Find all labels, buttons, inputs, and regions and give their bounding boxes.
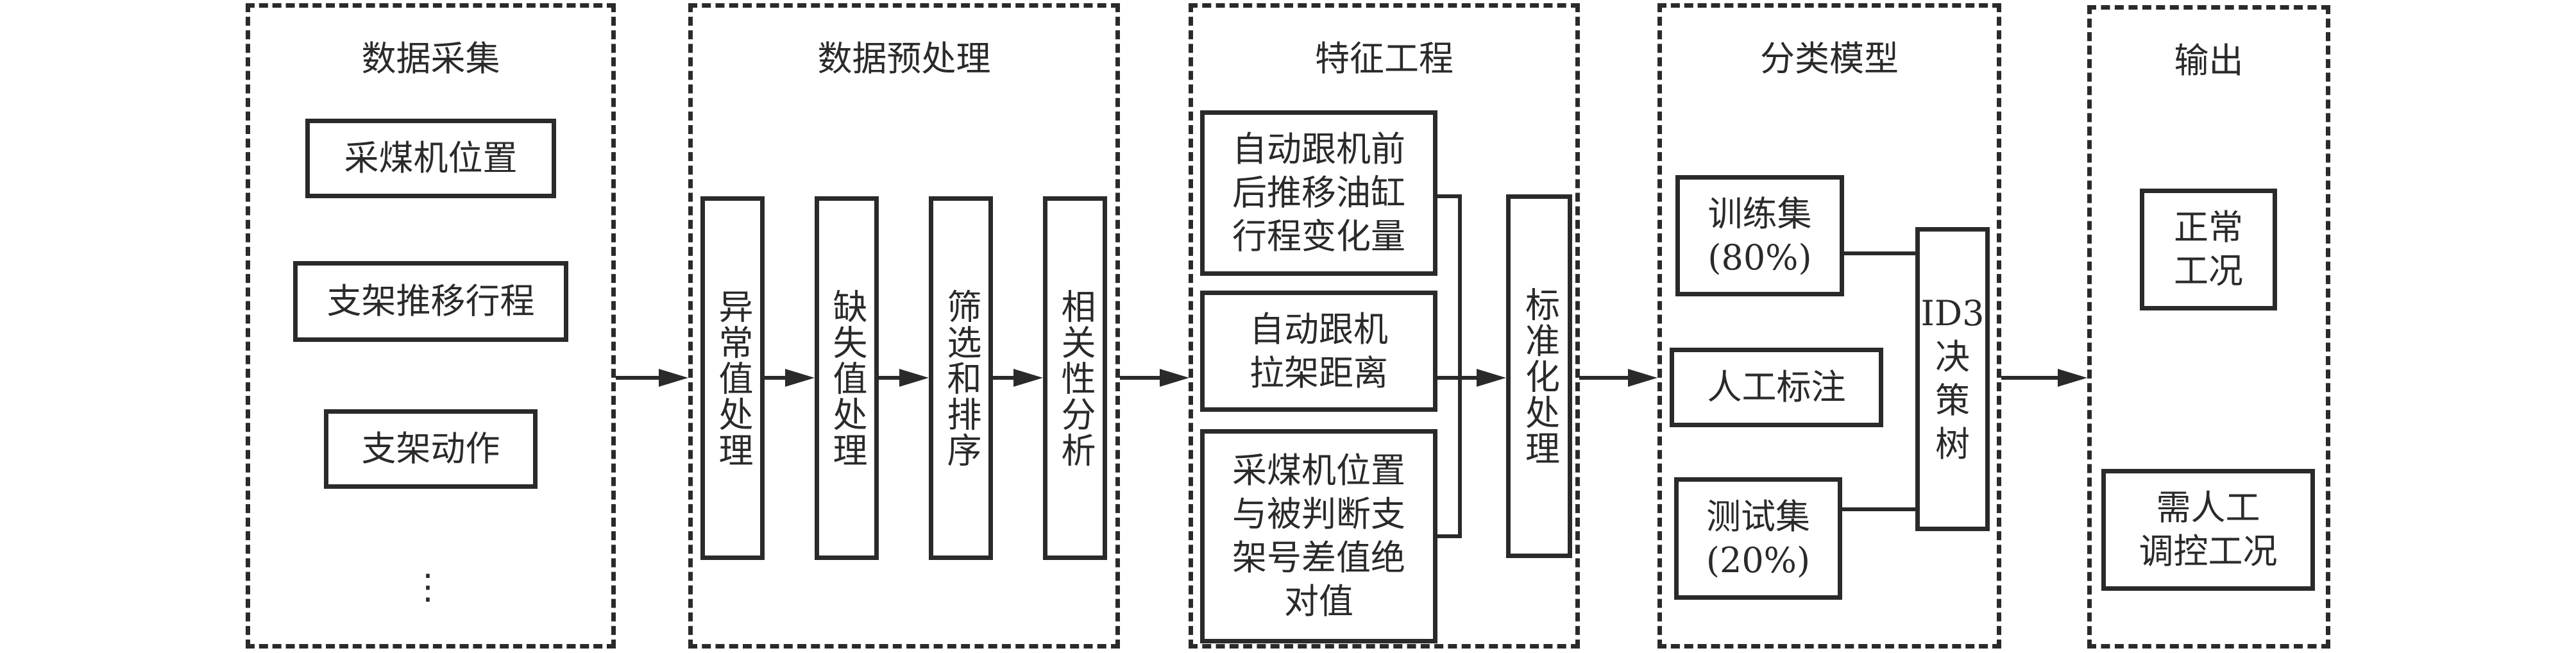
bracket-vertical bbox=[1458, 194, 1462, 538]
arrowhead-icon bbox=[899, 369, 929, 387]
arrow-feature-to-model-line bbox=[1579, 376, 1631, 380]
arrow-line bbox=[879, 376, 904, 380]
step-standardization: 标准化处理 bbox=[1506, 194, 1572, 558]
arrowhead-icon bbox=[1628, 369, 1657, 387]
bracket-top bbox=[1437, 194, 1462, 198]
arrowhead-icon bbox=[1160, 369, 1189, 387]
feature-support-number-diff: 采煤机位置 与被判断支 架号差值绝 对值 bbox=[1200, 429, 1437, 643]
panel-title: 特征工程 bbox=[1315, 38, 1453, 79]
arrow-feature-to-standardize-line bbox=[1437, 376, 1482, 380]
arrow-collection-to-preprocess-line bbox=[616, 376, 664, 380]
panel-title: 数据预处理 bbox=[817, 38, 991, 79]
panel-feature-engineering: 特征工程 bbox=[1189, 3, 1580, 649]
arrowhead-icon bbox=[785, 369, 815, 387]
step-outlier-handling: 异常值处理 bbox=[700, 196, 765, 560]
arrow-model-to-output-line bbox=[2001, 376, 2060, 380]
result-normal-condition: 正常 工况 bbox=[2140, 189, 2277, 310]
arrowhead-icon bbox=[1477, 369, 1506, 387]
connector-train-to-model bbox=[1844, 251, 1916, 255]
connector-test-to-model bbox=[1842, 507, 1916, 511]
box-support-action: 支架动作 bbox=[324, 409, 538, 489]
panel-classification-model: 分类模型 bbox=[1657, 3, 2001, 649]
bracket-bottom bbox=[1437, 534, 1462, 538]
feature-cylinder-stroke-change: 自动跟机前 后推移油缸 行程变化量 bbox=[1200, 110, 1437, 276]
panel-output: 输出 bbox=[2087, 5, 2330, 649]
panel-title: 数据采集 bbox=[361, 38, 500, 79]
arrowhead-icon bbox=[659, 369, 688, 387]
step-correlation-analysis: 相关性分析 bbox=[1043, 196, 1107, 560]
ellipsis-icon: ⋮ bbox=[411, 566, 445, 607]
panel-preprocessing: 数据预处理 bbox=[688, 3, 1120, 649]
box-manual-labeling: 人工标注 bbox=[1670, 348, 1883, 427]
arrow-line bbox=[765, 376, 790, 380]
box-test-set: 测试集 (20%) bbox=[1674, 477, 1842, 600]
panel-title: 输出 bbox=[2174, 40, 2244, 81]
arrowhead-icon bbox=[2058, 369, 2087, 387]
feature-pull-distance: 自动跟机 拉架距离 bbox=[1200, 291, 1437, 412]
arrow-preprocess-to-feature-line bbox=[1120, 376, 1165, 380]
arrowhead-icon bbox=[1013, 369, 1043, 387]
step-missing-value-handling: 缺失值处理 bbox=[815, 196, 879, 560]
step-filter-sort: 筛选和排序 bbox=[929, 196, 993, 560]
result-manual-control-condition: 需人工 调控工况 bbox=[2101, 469, 2315, 591]
box-support-advance-stroke: 支架推移行程 bbox=[293, 261, 568, 342]
arrow-line bbox=[993, 376, 1019, 380]
box-shearer-position: 采煤机位置 bbox=[305, 119, 556, 198]
box-id3-decision-tree: ID3 决 策 树 bbox=[1915, 227, 1990, 531]
panel-data-collection: 数据采集 bbox=[246, 3, 616, 649]
box-training-set: 训练集 (80%) bbox=[1675, 175, 1844, 296]
panel-title: 分类模型 bbox=[1760, 38, 1899, 79]
